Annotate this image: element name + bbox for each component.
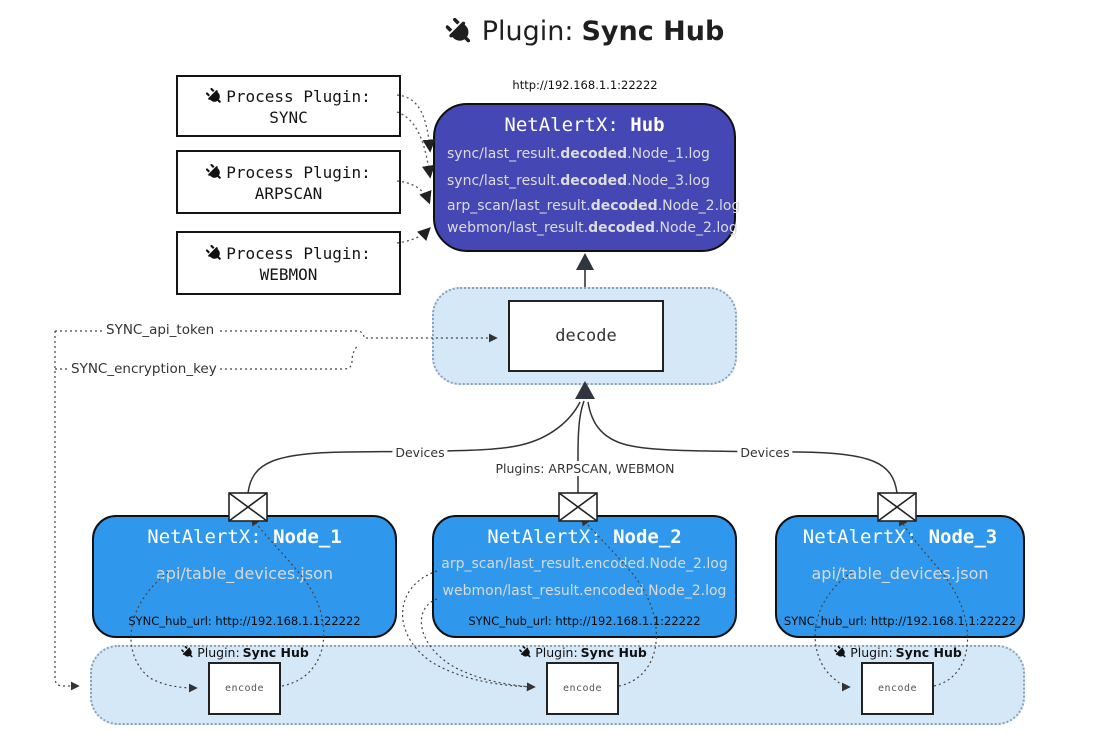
hub-log-pre: sync/last_result.: [447, 173, 561, 189]
hub-log-post: .Node_2.log: [657, 198, 741, 214]
process-plugin-label: Process Plugin:: [226, 243, 371, 263]
node-title-prefix: NetAlertX:: [147, 526, 262, 548]
node-box-node2: NetAlertX: Node_2 arp_scan/last_result.e…: [432, 515, 737, 638]
process-plugin-name: WEBMON: [259, 265, 318, 285]
hub-log-post: .Node_2.log: [655, 220, 738, 236]
plug-icon: [181, 646, 195, 659]
encode-plugin-prefix: Plugin:: [850, 645, 893, 660]
env-encryption-key-label: SYNC_encryption_key: [68, 361, 220, 377]
encode-plugin-name: Sync Hub: [242, 645, 309, 660]
hub-title-name: Hub: [630, 114, 665, 136]
plug-icon: [206, 88, 224, 105]
encode-plugin-name: Sync Hub: [895, 645, 962, 660]
process-plugin-arpscan-row: Process Plugin:: [206, 161, 371, 184]
encode-label: encode: [877, 683, 918, 694]
hub-log-bold: decoded: [560, 173, 628, 189]
plug-icon: [834, 646, 848, 659]
process-plugin-name: ARPSCAN: [254, 184, 323, 204]
edge-node2-plugins: [577, 400, 585, 493]
edge-env-to-encode-zone: [54, 331, 80, 691]
edges-envelopes-to-decode: [247, 381, 898, 494]
hub-title: NetAlertX: Hub: [435, 114, 734, 136]
process-plugin-box-webmon: Process Plugin: WEBMON: [176, 231, 401, 295]
encode-plugin-prefix: Plugin:: [535, 645, 578, 660]
node-title: NetAlertX: Node_2: [434, 526, 735, 548]
node-title: NetAlertX: Node_1: [94, 526, 395, 548]
node-box-node3: NetAlertX: Node_3 api/table_devices.json…: [775, 515, 1025, 638]
encode-box-node2: encode: [546, 662, 619, 715]
edge-label-plugins: Plugins: ARPSCAN, WEBMON: [492, 461, 678, 476]
node-box-node1: NetAlertX: Node_1 api/table_devices.json…: [92, 515, 397, 638]
node-file-line: arp_scan/last_result.encoded.Node_2.log: [441, 556, 728, 572]
encode-box-node1: encode: [208, 662, 281, 715]
encode-plugin-label-node2: Plugin: Sync Hub: [519, 645, 647, 660]
encode-plugin-label-node1: Plugin: Sync Hub: [181, 645, 309, 660]
hub-log-line: webmon/last_result.decoded.Node_2.log: [447, 220, 738, 236]
node-title-name: Node_3: [928, 526, 998, 548]
process-plugin-box-arpscan: Process Plugin: ARPSCAN: [176, 150, 401, 214]
decode-box: decode: [508, 300, 664, 372]
node-title-name: Node_1: [273, 526, 342, 548]
hub-log-line: arp_scan/last_result.decoded.Node_2.log: [447, 198, 740, 214]
node-hub-url: SYNC_hub_url: http://192.168.1.1:22222: [783, 614, 1017, 628]
plug-icon: [445, 17, 474, 46]
node-title-prefix: NetAlertX:: [802, 526, 918, 548]
process-plugin-name: SYNC: [269, 108, 308, 128]
hub-log-pre: sync/last_result.: [447, 146, 561, 162]
hub-box: NetAlertX: Hub sync/last_result.decoded.…: [433, 103, 740, 252]
page-title: Plugin: Sync Hub: [445, 16, 725, 47]
hub-url-label: http://192.168.1.1:22222: [512, 78, 658, 92]
encode-plugin-name: Sync Hub: [580, 645, 647, 660]
edge-label-devices-left: Devices: [392, 445, 448, 460]
decode-label: decode: [555, 326, 617, 346]
node-hub-url: SYNC_hub_url: http://192.168.1.1:22222: [128, 614, 361, 628]
env-api-token-label: SYNC_api_token: [103, 322, 218, 338]
hub-log-bold: decoded: [588, 220, 656, 236]
edge-label-devices-right: Devices: [737, 445, 793, 460]
page-title-name: Sync Hub: [581, 16, 725, 47]
node-title-name: Node_2: [613, 526, 682, 548]
node-file-line: api/table_devices.json: [811, 564, 989, 583]
hub-log-line: sync/last_result.decoded.Node_1.log: [447, 146, 710, 162]
process-plugin-label: Process Plugin:: [226, 86, 371, 106]
hub-log-bold: decoded: [560, 146, 628, 162]
node-file-line: api/table_devices.json: [155, 564, 333, 583]
encode-label: encode: [562, 683, 603, 694]
process-plugin-box-sync: Process Plugin: SYNC: [176, 75, 401, 137]
process-plugin-label: Process Plugin:: [226, 162, 371, 182]
hub-log-pre: webmon/last_result.: [447, 220, 589, 236]
hub-title-prefix: NetAlertX:: [504, 114, 619, 136]
plug-icon: [206, 245, 224, 262]
hub-log-post: .Node_1.log: [627, 146, 710, 162]
hub-log-pre: arp_scan/last_result.: [447, 198, 591, 214]
process-plugin-sync-row: Process Plugin:: [206, 85, 371, 108]
encode-plugin-label-node3: Plugin: Sync Hub: [834, 645, 962, 660]
encode-label: encode: [224, 683, 265, 694]
plug-icon: [206, 164, 224, 181]
process-plugin-webmon-row: Process Plugin:: [206, 242, 371, 265]
edges-plugins-to-hub: [396, 94, 436, 244]
hub-log-line: sync/last_result.decoded.Node_3.log: [447, 173, 710, 189]
edge-decode-to-hub: [576, 253, 594, 287]
hub-log-post: .Node_3.log: [627, 173, 710, 189]
node-file-line: webmon/last_result.encoded.Node_2.log: [442, 583, 727, 599]
plug-icon: [519, 646, 533, 659]
hub-log-bold: decoded: [590, 198, 658, 214]
node-title: NetAlertX: Node_3: [777, 526, 1023, 548]
node-title-prefix: NetAlertX:: [487, 526, 602, 548]
node-hub-url: SYNC_hub_url: http://192.168.1.1:22222: [468, 614, 701, 628]
encode-plugin-prefix: Plugin:: [197, 645, 240, 660]
page-title-prefix: Plugin:: [481, 16, 574, 47]
encode-box-node3: encode: [861, 662, 934, 715]
